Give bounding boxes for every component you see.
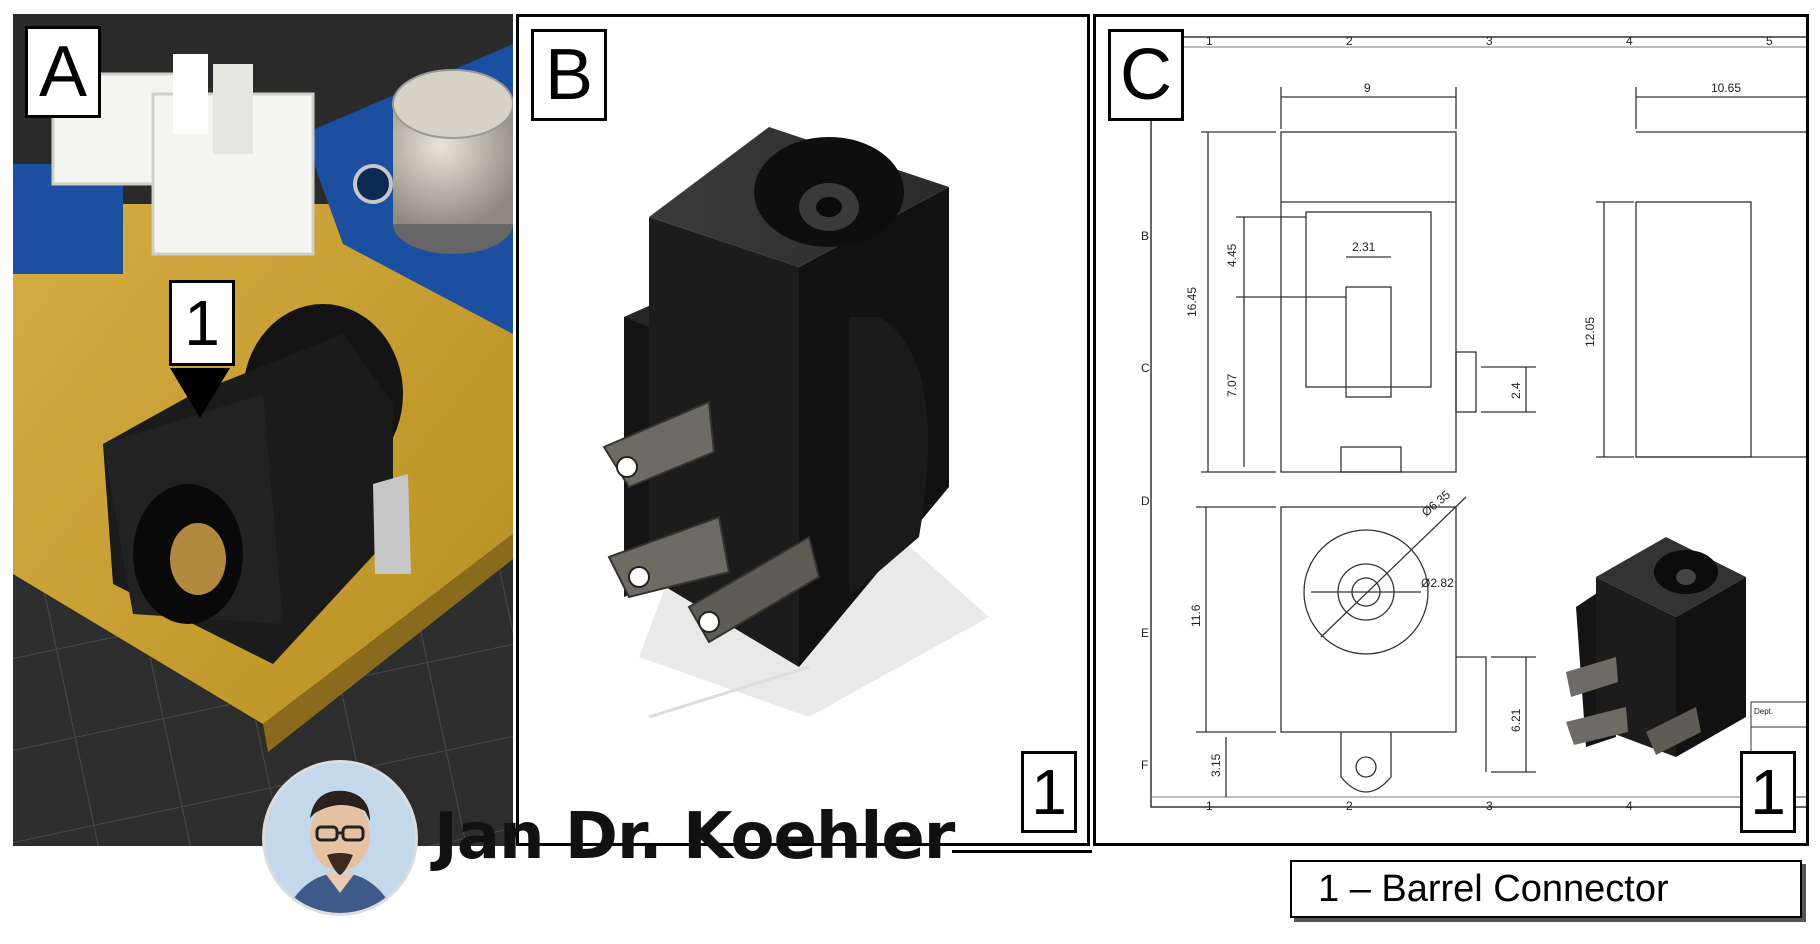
grid-row: D xyxy=(1141,494,1150,508)
avatar-portrait xyxy=(265,763,415,913)
drawing-panel: C 1 2 3 4 5 1 2 3 4 B C D E F xyxy=(1093,14,1809,846)
dim-pin: 6.21 xyxy=(1509,708,1523,732)
grid-row: B xyxy=(1141,229,1149,243)
panel-label-c: C xyxy=(1108,29,1184,121)
panel-label-b: B xyxy=(531,29,607,121)
dim-side-height: 12.05 xyxy=(1583,317,1597,347)
grid-row: F xyxy=(1141,758,1148,772)
grid-row: C xyxy=(1141,361,1150,375)
grid-col-bottom: 3 xyxy=(1486,799,1493,813)
grid-col-top: 3 xyxy=(1486,34,1493,48)
grid-col-top: 2 xyxy=(1346,34,1353,48)
corner-number-b: 1 xyxy=(1021,751,1077,833)
grid-col-top: 4 xyxy=(1626,34,1633,48)
grid-col-bottom: 1 xyxy=(1206,799,1213,813)
dim-bottom-pin: 3.15 xyxy=(1209,753,1223,777)
dim-inner-diameter: Ø2.82 xyxy=(1421,576,1454,590)
grid-col-top: 5 xyxy=(1766,34,1773,48)
grid-row: E xyxy=(1141,626,1149,640)
corner-number-c: 1 xyxy=(1740,751,1796,833)
dim-tab: 2.4 xyxy=(1509,382,1523,399)
author-badge: Jan Dr. Koehler xyxy=(262,760,1162,920)
dim-slot: 2.31 xyxy=(1352,240,1376,254)
barrel-connector-render xyxy=(602,127,989,719)
title-block-dept: Dept. xyxy=(1754,707,1773,716)
grid-col-bottom: 4 xyxy=(1626,799,1633,813)
callout-number: 1 xyxy=(169,280,235,366)
dim-bottom-height: 11.6 xyxy=(1189,604,1203,627)
pcb-photo-illustration xyxy=(13,14,513,846)
dim-side-width: 10.65 xyxy=(1711,81,1741,95)
author-name: Jan Dr. Koehler xyxy=(434,800,955,874)
grid-col-top: 1 xyxy=(1206,34,1213,48)
dim-lower: 7.07 xyxy=(1225,373,1239,397)
grid-col-bottom: 2 xyxy=(1346,799,1353,813)
dim-front-width: 9 xyxy=(1364,81,1371,95)
caption-label: 1 – Barrel Connector xyxy=(1290,860,1802,918)
avatar xyxy=(262,760,418,916)
callout-arrow-icon xyxy=(170,368,230,418)
photo-panel: 1 A xyxy=(13,14,513,846)
panel-label-a: A xyxy=(25,26,101,118)
dim-height-total: 16.45 xyxy=(1185,287,1199,317)
author-divider xyxy=(952,850,1092,853)
render-panel: B 1 xyxy=(516,14,1090,846)
dim-upper: 4.45 xyxy=(1225,243,1239,267)
technical-drawing: 1 2 3 4 5 1 2 3 4 B C D E F xyxy=(1141,34,1806,813)
